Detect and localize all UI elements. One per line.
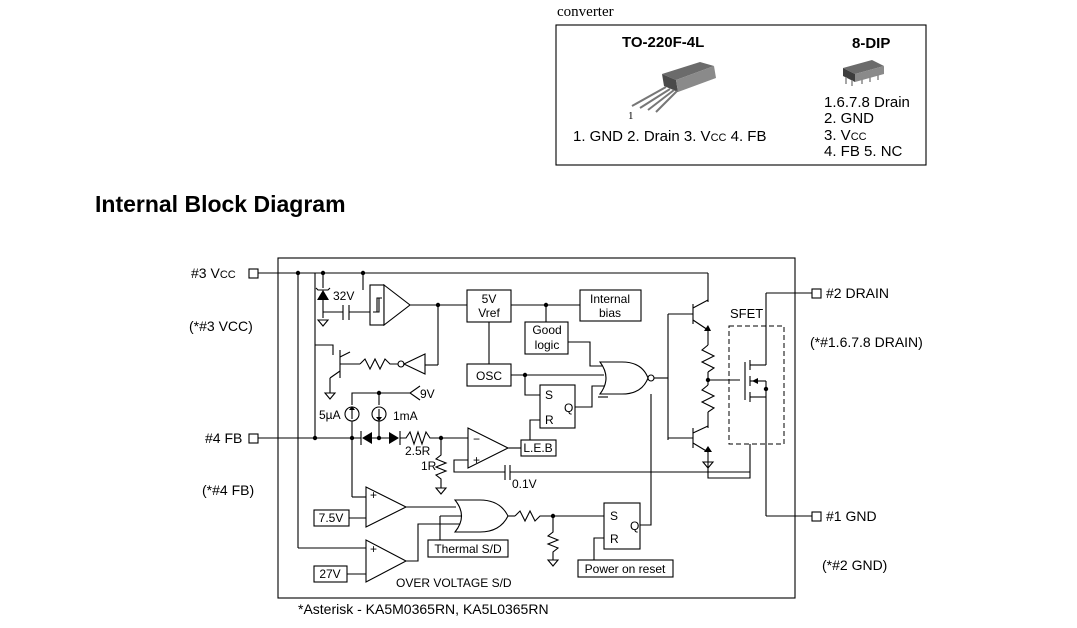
power-on-reset-block: [577, 559, 674, 578]
sr2-s: S: [610, 509, 618, 523]
pin-gnd-alt: (*#2 GND): [822, 557, 887, 573]
dip-title: 8-DIP: [852, 35, 890, 52]
to220-pin1-marker: 1: [628, 110, 634, 122]
pwm-comparator: − +: [453, 427, 750, 480]
label-2-5r: 2.5R: [405, 444, 431, 458]
vref-label-2: Vref: [478, 306, 500, 320]
leb-block: [520, 439, 557, 457]
internal-bias-block: [579, 289, 642, 322]
footnote: *Asterisk - KA5M0365RN, KA5L0365RN: [298, 601, 549, 617]
sfet-label: SFET: [730, 306, 763, 321]
pin-drain: #2 DRAIN: [811, 285, 889, 301]
pin-fb-alt: (*#4 FB): [202, 482, 254, 498]
pin-vcc-alt: (*#3 VCC): [189, 318, 253, 334]
protection-or-gate: [428, 499, 610, 567]
svg-text:#3 VCC: #3 VCC: [191, 265, 236, 281]
package-table: [555, 24, 927, 166]
sr2-q: Q: [630, 519, 639, 533]
svg-text:+: +: [473, 453, 480, 467]
dip-pin-line-3: 3. VCC: [824, 127, 867, 144]
svg-text:−: −: [473, 432, 480, 446]
good-logic-label-1: Good: [532, 323, 561, 337]
sfet-mosfet: [707, 292, 812, 517]
dip-pin-line-4: 4. FB 5. NC: [824, 143, 903, 160]
overvoltage-sd-label: OVER VOLTAGE S/D: [396, 576, 512, 590]
to220-title: TO-220F-4L: [622, 34, 704, 51]
osc-label: OSC: [476, 369, 502, 383]
sr1-s: S: [545, 388, 553, 402]
to220-pinout: 1. GND 2. Drain 3. VCC 4. FB: [573, 128, 766, 145]
label-5ua: 5µA: [319, 408, 341, 422]
nor-gate-driver: [598, 361, 668, 526]
label-32v: 32V: [333, 289, 354, 303]
pin-gnd: #1 GND: [811, 508, 877, 524]
sr1-q: Q: [564, 401, 573, 415]
good-logic-label-2: logic: [535, 338, 560, 352]
thermal-sd-block: [427, 539, 509, 558]
power-on-reset-label: Power on reset: [585, 562, 666, 576]
pin-vcc: #3 VCC: [191, 265, 278, 281]
label-9v: 9V: [420, 387, 435, 401]
vref-label-1: 5V: [482, 292, 497, 306]
dip-package-image: [843, 60, 884, 86]
label-1r: 1R: [421, 459, 437, 473]
svg-text:7.5V: 7.5V: [319, 511, 344, 525]
ovp-comparator-27v: 27V +: [313, 523, 460, 583]
dip-pin-line-2: 2. GND: [824, 110, 874, 127]
thermal-sd-label: Thermal S/D: [434, 542, 502, 556]
sr1-r: R: [545, 413, 554, 427]
feedback-path: [278, 273, 468, 495]
pin-fb: #4 FB: [205, 430, 278, 446]
zener-diode-32v: [315, 273, 370, 327]
label-1ma: 1mA: [393, 409, 418, 423]
internal-bias-label-2: bias: [599, 306, 621, 320]
to220-package-image: [631, 62, 716, 113]
gate-driver-totem-pole: [667, 299, 740, 469]
dip-pin-line-1: 1.6.7.8 Drain: [824, 94, 910, 111]
svg-text:27V: 27V: [319, 567, 340, 581]
good-logic-block: [524, 321, 569, 355]
internal-bias-label-1: Internal: [590, 292, 630, 306]
svg-text:#2 DRAIN: #2 DRAIN: [826, 285, 889, 301]
sr2-r: R: [610, 532, 619, 546]
uvlo-comparator: [369, 283, 467, 366]
ovp-comparator-7-5v: 7.5V +: [313, 486, 456, 528]
pin-drain-alt: (*#1.6.7.8 DRAIN): [810, 334, 923, 350]
svg-text:+: +: [370, 488, 377, 502]
label-0-1v: 0.1V: [512, 477, 537, 491]
caption-converter: converter: [557, 4, 614, 20]
bias-current-sources: [344, 385, 421, 497]
vref-block: [466, 289, 512, 323]
sr-latch-protection: [603, 502, 641, 550]
leb-label: L.E.B: [523, 441, 552, 455]
ic-boundary: [277, 257, 796, 599]
svg-text:#1 GND: #1 GND: [826, 508, 877, 524]
svg-text:#4 FB: #4 FB: [205, 430, 242, 446]
vcc-rail: [278, 270, 709, 549]
startup-switch: [315, 344, 426, 400]
svg-text:+: +: [370, 542, 377, 556]
section-title: Internal Block Diagram: [95, 191, 346, 217]
